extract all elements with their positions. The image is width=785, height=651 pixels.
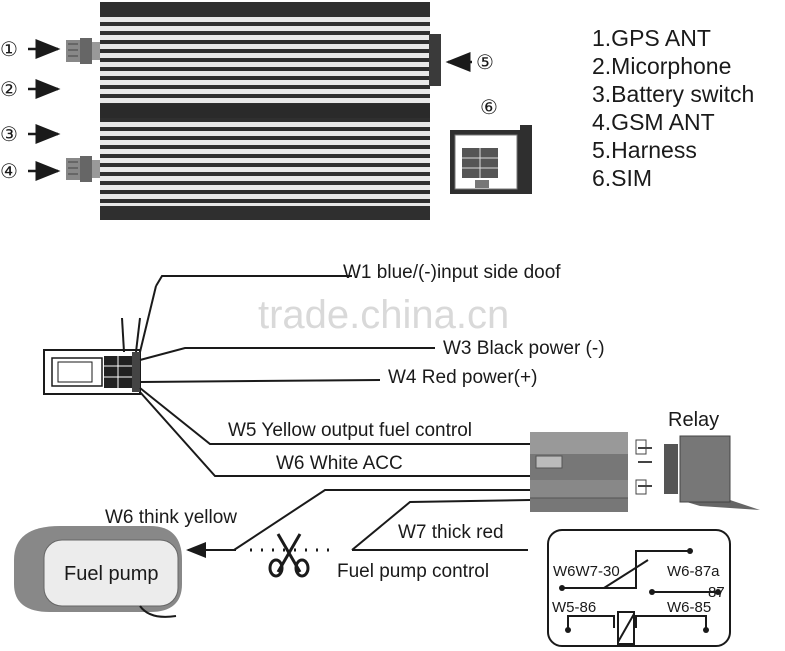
- cooling-fin: [100, 185, 430, 190]
- label-w1: W1 blue/(-)input side doof: [343, 262, 561, 283]
- label-w6w7-30: W6W7-30: [553, 563, 620, 580]
- marker-3: ③: [0, 124, 18, 146]
- cooling-fin: [100, 98, 430, 103]
- label-w4: W4 Red power(+): [388, 367, 537, 388]
- wire-w1: [155, 275, 352, 287]
- gps-antenna-connector: [66, 38, 100, 64]
- harness-connector: [43, 285, 157, 395]
- marker-1: ①: [0, 39, 18, 61]
- cooling-fin: [100, 203, 430, 208]
- cooling-fin: [100, 176, 430, 181]
- wire-w6: [139, 391, 530, 477]
- legend-item-microphone: 2.Micorphone: [592, 53, 731, 79]
- legend-item-harness: 5.Harness: [592, 137, 697, 163]
- gsm-antenna-connector: [66, 156, 100, 182]
- cooling-fin: [100, 194, 430, 199]
- label-w5-86: W5-86: [552, 599, 596, 616]
- cooling-fin: [100, 140, 430, 145]
- relay-schematic: W6W7-30 W6-87a 87 W5-86 W6-85: [547, 529, 731, 647]
- cooling-fin: [100, 71, 430, 76]
- wire-w6-think-yellow: [233, 489, 530, 551]
- label-w6-87a: W6-87a: [667, 563, 720, 580]
- label-fuel-pump-control: Fuel pump control: [337, 561, 489, 582]
- fuel-pump: Fuel pump: [14, 526, 182, 618]
- watermark: trade.china.cn: [258, 293, 509, 337]
- legend-item-gps-ant: 1.GPS ANT: [592, 25, 711, 51]
- label-w6-think-yellow: W6 think yellow: [105, 507, 237, 528]
- cooling-fin: [100, 26, 430, 31]
- relay-socket: [530, 432, 628, 512]
- cooling-fin: [100, 35, 430, 40]
- label-fuel-pump: Fuel pump: [64, 563, 159, 585]
- sim-card: [450, 125, 532, 194]
- label-w6: W6 White ACC: [276, 453, 403, 474]
- component-legend: 1.GPS ANT 2.Micorphone 3.Battery switch …: [592, 25, 754, 191]
- label-87: 87: [708, 584, 725, 601]
- wire-w5: [139, 387, 530, 445]
- legend-item-battery-switch: 3.Battery switch: [592, 81, 754, 107]
- cooling-fins-top: [100, 17, 430, 103]
- label-relay: Relay: [668, 409, 719, 431]
- cooling-fin: [100, 131, 430, 136]
- tracker-device: [66, 2, 441, 220]
- cooling-fin: [100, 17, 430, 22]
- marker-4: ④: [0, 161, 18, 183]
- port-markers: ① ② ③ ④ ⑤ ⑥: [0, 39, 498, 183]
- relay: [635, 435, 760, 510]
- cooling-fin: [100, 149, 430, 154]
- cooling-fin: [100, 158, 430, 163]
- cooling-fin: [100, 89, 430, 94]
- cooling-fin: [100, 62, 430, 67]
- label-w3: W3 Black power (-): [443, 338, 605, 359]
- label-w7: W7 thick red: [398, 522, 504, 543]
- cooling-fin: [100, 122, 430, 127]
- harness-port: [429, 34, 441, 86]
- cooling-fins-bottom: [100, 122, 430, 208]
- wire-w4: [139, 379, 381, 383]
- scissors-icon: [268, 533, 310, 578]
- marker-2: ②: [0, 79, 18, 101]
- cooling-fin: [100, 53, 430, 58]
- label-w6-85: W6-85: [667, 599, 711, 616]
- legend-item-sim: 6.SIM: [592, 165, 652, 191]
- cooling-fin: [100, 167, 430, 172]
- cooling-fin: [100, 44, 430, 49]
- wires: [139, 275, 531, 558]
- cooling-fin: [100, 80, 430, 85]
- wire-w7-thick-red: [351, 499, 531, 551]
- wire-w3: [139, 347, 435, 361]
- label-w5: W5 Yellow output fuel control: [228, 420, 472, 441]
- legend-item-gsm-ant: 4.GSM ANT: [592, 109, 715, 135]
- marker-6: ⑥: [480, 97, 498, 119]
- marker-5: ⑤: [476, 52, 494, 74]
